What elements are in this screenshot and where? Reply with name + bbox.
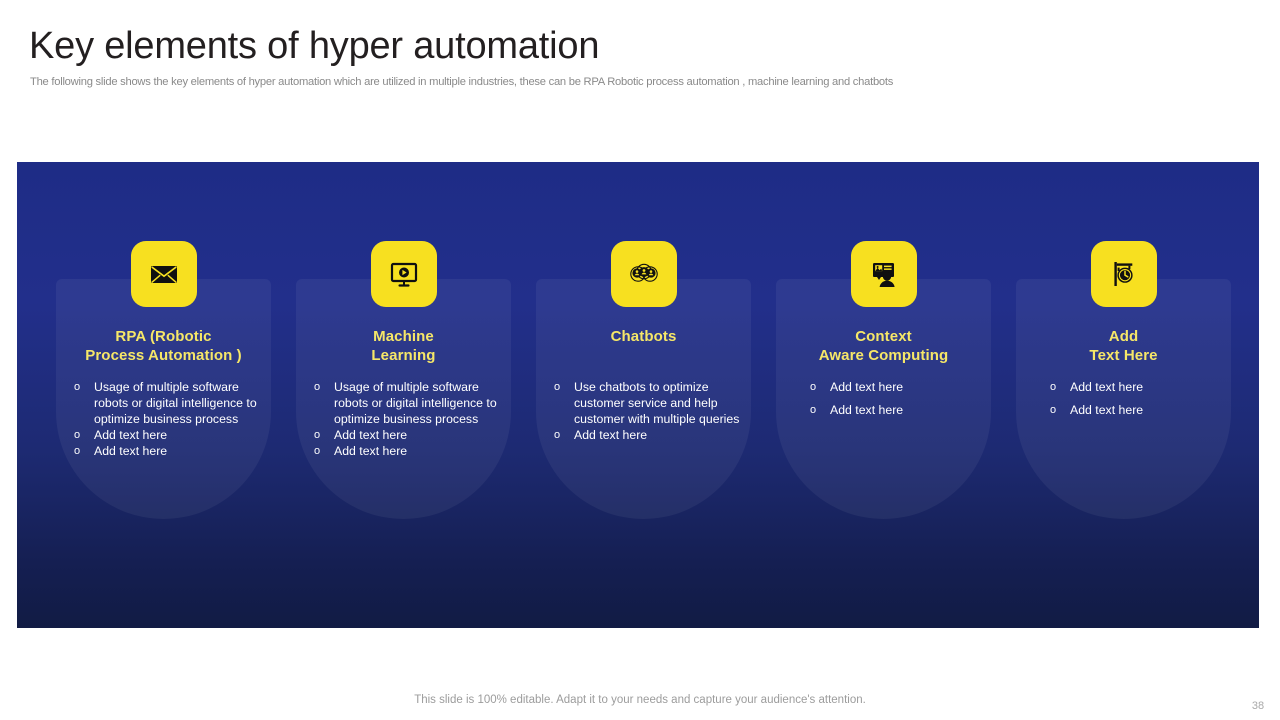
page-title: Key elements of hyper automation bbox=[29, 25, 600, 67]
card-machine-learning[interactable]: Machine Learning Usage of multiple softw… bbox=[296, 241, 511, 519]
list-item: Add text here bbox=[1050, 378, 1221, 395]
list-item: Usage of multiple software robots or dig… bbox=[314, 378, 501, 427]
card-title: Context Aware Computing bbox=[818, 328, 949, 364]
card-bullet-list: Usage of multiple software robots or dig… bbox=[74, 378, 261, 459]
list-item: Add text here bbox=[74, 427, 261, 443]
card-bullet-list: Add text here Add text here bbox=[810, 378, 981, 425]
card-rpa[interactable]: RPA (Robotic Process Automation ) Usage … bbox=[56, 241, 271, 519]
presenter-screen-icon bbox=[850, 241, 917, 307]
page-number: 38 bbox=[1251, 700, 1265, 712]
monitor-play-icon bbox=[370, 241, 437, 307]
clock-signpost-icon bbox=[1090, 241, 1157, 307]
list-item: Add text here bbox=[314, 443, 501, 459]
list-item: Add text here bbox=[810, 378, 981, 395]
card-context-aware-computing[interactable]: Context Aware Computing Add text here Ad… bbox=[776, 241, 991, 519]
list-item: Add text here bbox=[554, 427, 741, 443]
card-bullet-list: Use chatbots to optimize customer servic… bbox=[554, 378, 741, 443]
list-item: Add text here bbox=[314, 427, 501, 443]
list-item: Add text here bbox=[1050, 402, 1221, 418]
content-panel: RPA (Robotic Process Automation ) Usage … bbox=[17, 162, 1259, 628]
list-item: Usage of multiple software robots or dig… bbox=[74, 378, 261, 427]
card-title: RPA (Robotic Process Automation ) bbox=[85, 328, 242, 364]
card-bullet-list: Add text here Add text here bbox=[1050, 378, 1221, 425]
three-users-icon bbox=[610, 241, 677, 307]
envelope-icon bbox=[130, 241, 197, 307]
card-add-text-here[interactable]: Add Text Here Add text here Add text her… bbox=[1016, 241, 1231, 519]
card-bullet-list: Usage of multiple software robots or dig… bbox=[314, 378, 501, 459]
list-item: Use chatbots to optimize customer servic… bbox=[554, 378, 741, 427]
cards-row: RPA (Robotic Process Automation ) Usage … bbox=[17, 162, 1259, 628]
card-title: Machine Learning bbox=[371, 328, 436, 364]
card-title: Chatbots bbox=[610, 328, 677, 345]
page-subtitle: The following slide shows the key elemen… bbox=[30, 76, 894, 88]
list-item: Add text here bbox=[74, 443, 261, 459]
footer-note: This slide is 100% editable. Adapt it to… bbox=[414, 694, 866, 706]
card-chatbots[interactable]: Chatbots Use chatbots to optimize custom… bbox=[536, 241, 751, 519]
card-title: Add Text Here bbox=[1089, 328, 1158, 364]
list-item: Add text here bbox=[810, 402, 981, 418]
